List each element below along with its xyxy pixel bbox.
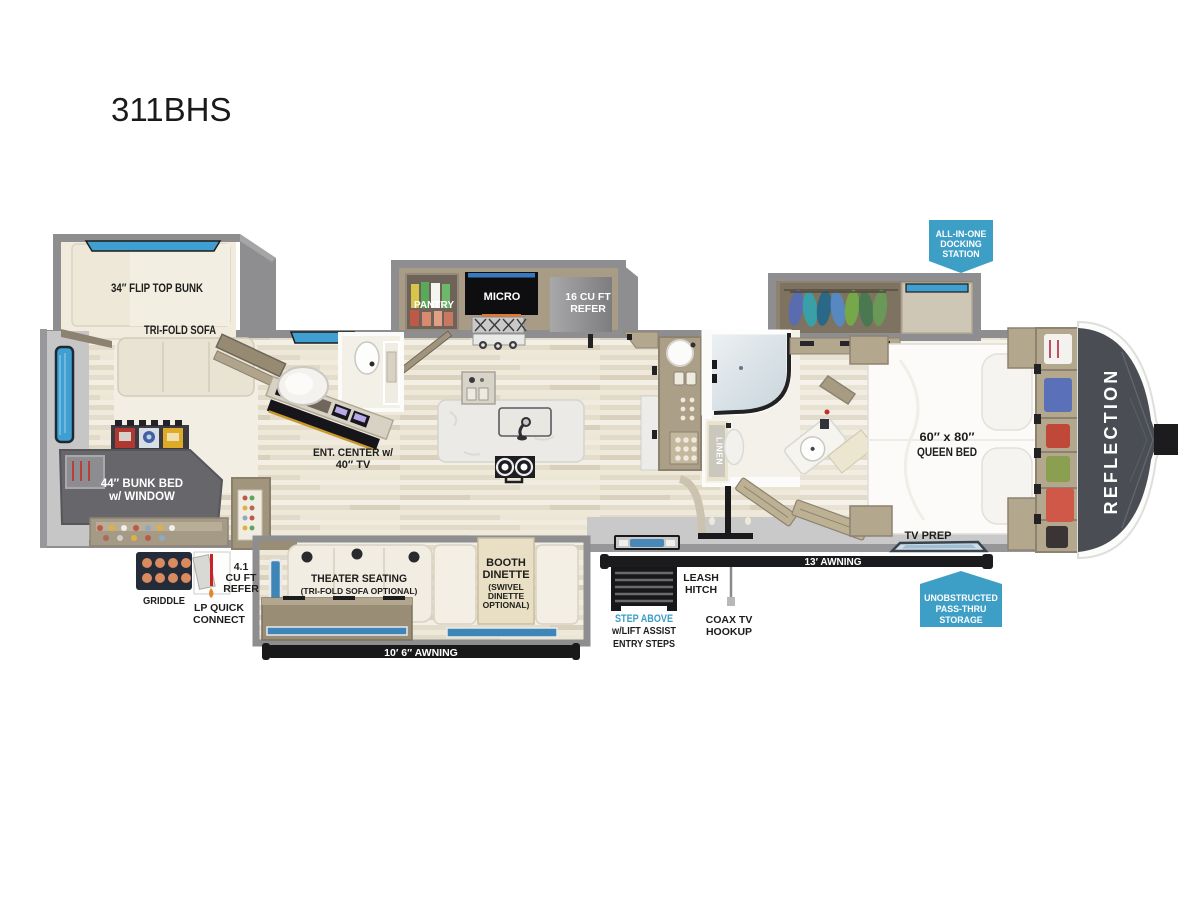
svg-text:4.1: 4.1: [234, 561, 249, 573]
svg-text:40″ TV: 40″ TV: [336, 459, 371, 471]
svg-text:OPTIONAL): OPTIONAL): [483, 600, 530, 610]
svg-text:LP QUICK: LP QUICK: [194, 602, 244, 614]
svg-text:STEP ABOVE: STEP ABOVE: [615, 613, 673, 625]
svg-text:ENTRY STEPS: ENTRY STEPS: [613, 638, 675, 650]
svg-text:CONNECT: CONNECT: [193, 614, 246, 626]
svg-text:BOOTH: BOOTH: [486, 557, 526, 569]
svg-text:THEATER SEATING: THEATER SEATING: [311, 573, 407, 585]
svg-text:PASS-THRU: PASS-THRU: [936, 604, 987, 614]
svg-text:REFER: REFER: [223, 583, 259, 595]
svg-text:DINETTE: DINETTE: [488, 591, 525, 601]
svg-text:MICRO: MICRO: [484, 291, 521, 303]
svg-text:COAX TV: COAX TV: [706, 614, 753, 626]
svg-text:QUEEN BED: QUEEN BED: [917, 447, 977, 459]
svg-text:HITCH: HITCH: [685, 584, 717, 596]
svg-text:LEASH: LEASH: [683, 572, 719, 584]
svg-text:STATION: STATION: [942, 249, 979, 259]
svg-text:UNOBSTRUCTED: UNOBSTRUCTED: [924, 593, 998, 603]
svg-text:GRIDDLE: GRIDDLE: [143, 595, 185, 607]
svg-text:60″ x 80″: 60″ x 80″: [920, 432, 976, 444]
svg-text:DOCKING: DOCKING: [940, 239, 982, 249]
svg-text:REFLECTION: REFLECTION: [1101, 368, 1121, 515]
svg-text:13′ AWNING: 13′ AWNING: [804, 557, 861, 568]
svg-text:HOOKUP: HOOKUP: [706, 626, 752, 638]
svg-text:STORAGE: STORAGE: [939, 615, 982, 625]
svg-text:16 CU FT: 16 CU FT: [565, 291, 611, 303]
svg-text:LINEN: LINEN: [715, 437, 725, 465]
svg-text:10′ 6″ AWNING: 10′ 6″ AWNING: [384, 647, 458, 659]
svg-text:TV PREP: TV PREP: [904, 530, 951, 542]
svg-text:DINETTE: DINETTE: [482, 569, 529, 581]
svg-text:REFER: REFER: [570, 303, 606, 315]
svg-text:311BHS: 311BHS: [111, 91, 231, 128]
svg-text:ENT. CENTER w/: ENT. CENTER w/: [313, 447, 393, 459]
svg-text:ALL-IN-ONE: ALL-IN-ONE: [936, 229, 987, 239]
svg-text:w/ WINDOW: w/ WINDOW: [108, 491, 175, 503]
svg-text:(TRI-FOLD SOFA OPTIONAL): (TRI-FOLD SOFA OPTIONAL): [301, 586, 418, 596]
svg-text:44″ BUNK BED: 44″ BUNK BED: [101, 478, 183, 490]
svg-text:(SWIVEL: (SWIVEL: [488, 582, 523, 592]
svg-text:PANTRY: PANTRY: [414, 300, 454, 311]
svg-text:34″ FLIP TOP BUNK: 34″ FLIP TOP BUNK: [111, 281, 203, 295]
svg-text:w/LIFT ASSIST: w/LIFT ASSIST: [611, 625, 676, 637]
svg-text:CU FT: CU FT: [226, 572, 257, 584]
svg-text:TRI-FOLD SOFA: TRI-FOLD SOFA: [144, 325, 216, 337]
